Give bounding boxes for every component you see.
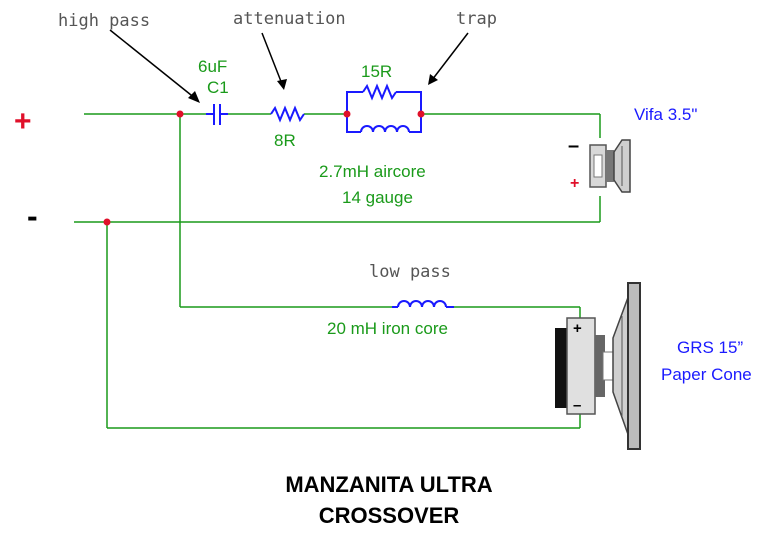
diagram-title-line-1: MANZANITA ULTRA: [285, 472, 492, 497]
trap-callout: trap: [456, 9, 497, 29]
low-pass-callout: low pass: [369, 262, 451, 282]
high-pass-arrow: [109, 29, 200, 103]
c1-value-label: 6uF: [198, 57, 227, 76]
c1-name-label: C1: [207, 78, 229, 97]
tweeter-minus-label: –: [568, 135, 579, 157]
woofer-plus-label: +: [573, 320, 582, 337]
trap-network: [346, 83, 422, 133]
woofer-name-label-1: GRS 15”: [677, 338, 743, 357]
attenuation-arrow: [261, 32, 287, 90]
woofer-speaker-icon: [555, 282, 641, 450]
resistor-8r-label: 8R: [274, 131, 296, 150]
negative-terminal: -: [27, 198, 38, 234]
trap-arrow: [428, 32, 469, 85]
trap-inductor-label-2: 14 gauge: [342, 188, 413, 207]
lowpass-inductor-label: 20 mH iron core: [327, 319, 448, 338]
positive-terminal: +: [14, 105, 32, 138]
high-pass-callout: high pass: [58, 11, 150, 31]
junction-nodes: [103, 110, 425, 226]
lowpass-inductor: [392, 300, 454, 308]
woofer-name-label-2: Paper Cone: [661, 365, 752, 384]
attenuation-callout: attenuation: [233, 9, 346, 29]
trap-inductor-label-1: 2.7mH aircore: [319, 162, 426, 181]
wiring: [74, 113, 601, 429]
tweeter-name-label: Vifa 3.5": [634, 105, 697, 124]
woofer-minus-label: –: [573, 397, 581, 414]
diagram-title-line-2: CROSSOVER: [319, 503, 460, 528]
tweeter-plus-label: +: [570, 175, 579, 192]
tweeter-speaker-icon: [589, 139, 631, 193]
capacitor-c1: [206, 104, 228, 125]
resistor-15r-label: 15R: [361, 62, 392, 81]
resistor-8r: [270, 105, 305, 123]
